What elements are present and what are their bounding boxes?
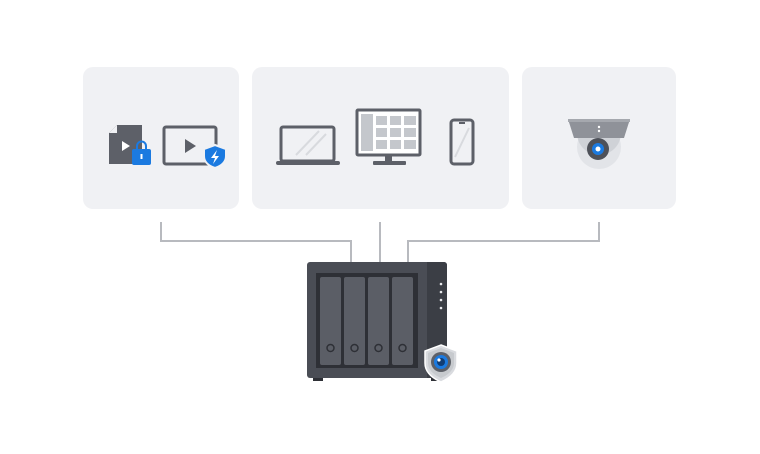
drive-bay: [368, 277, 389, 365]
lock-icon: [132, 140, 151, 165]
laptop-icon: [276, 125, 340, 165]
desktop-monitor-icon: [355, 108, 422, 165]
status-leds: [439, 282, 443, 310]
smartphone-icon: [449, 118, 475, 166]
drive-bay: [320, 277, 341, 365]
connector-lines: [160, 222, 600, 262]
surveillance-badge-icon: [424, 344, 458, 383]
secure-file-icon: [109, 125, 151, 165]
connector-media: [160, 222, 352, 262]
drive-bay: [344, 277, 365, 365]
shield-lightning-icon: [203, 143, 227, 170]
dome-camera-icon: [568, 119, 630, 169]
drive-bays: [320, 277, 413, 365]
drive-bay: [392, 277, 413, 365]
connector-camera: [407, 222, 600, 262]
nas-server-icon: [307, 262, 447, 381]
